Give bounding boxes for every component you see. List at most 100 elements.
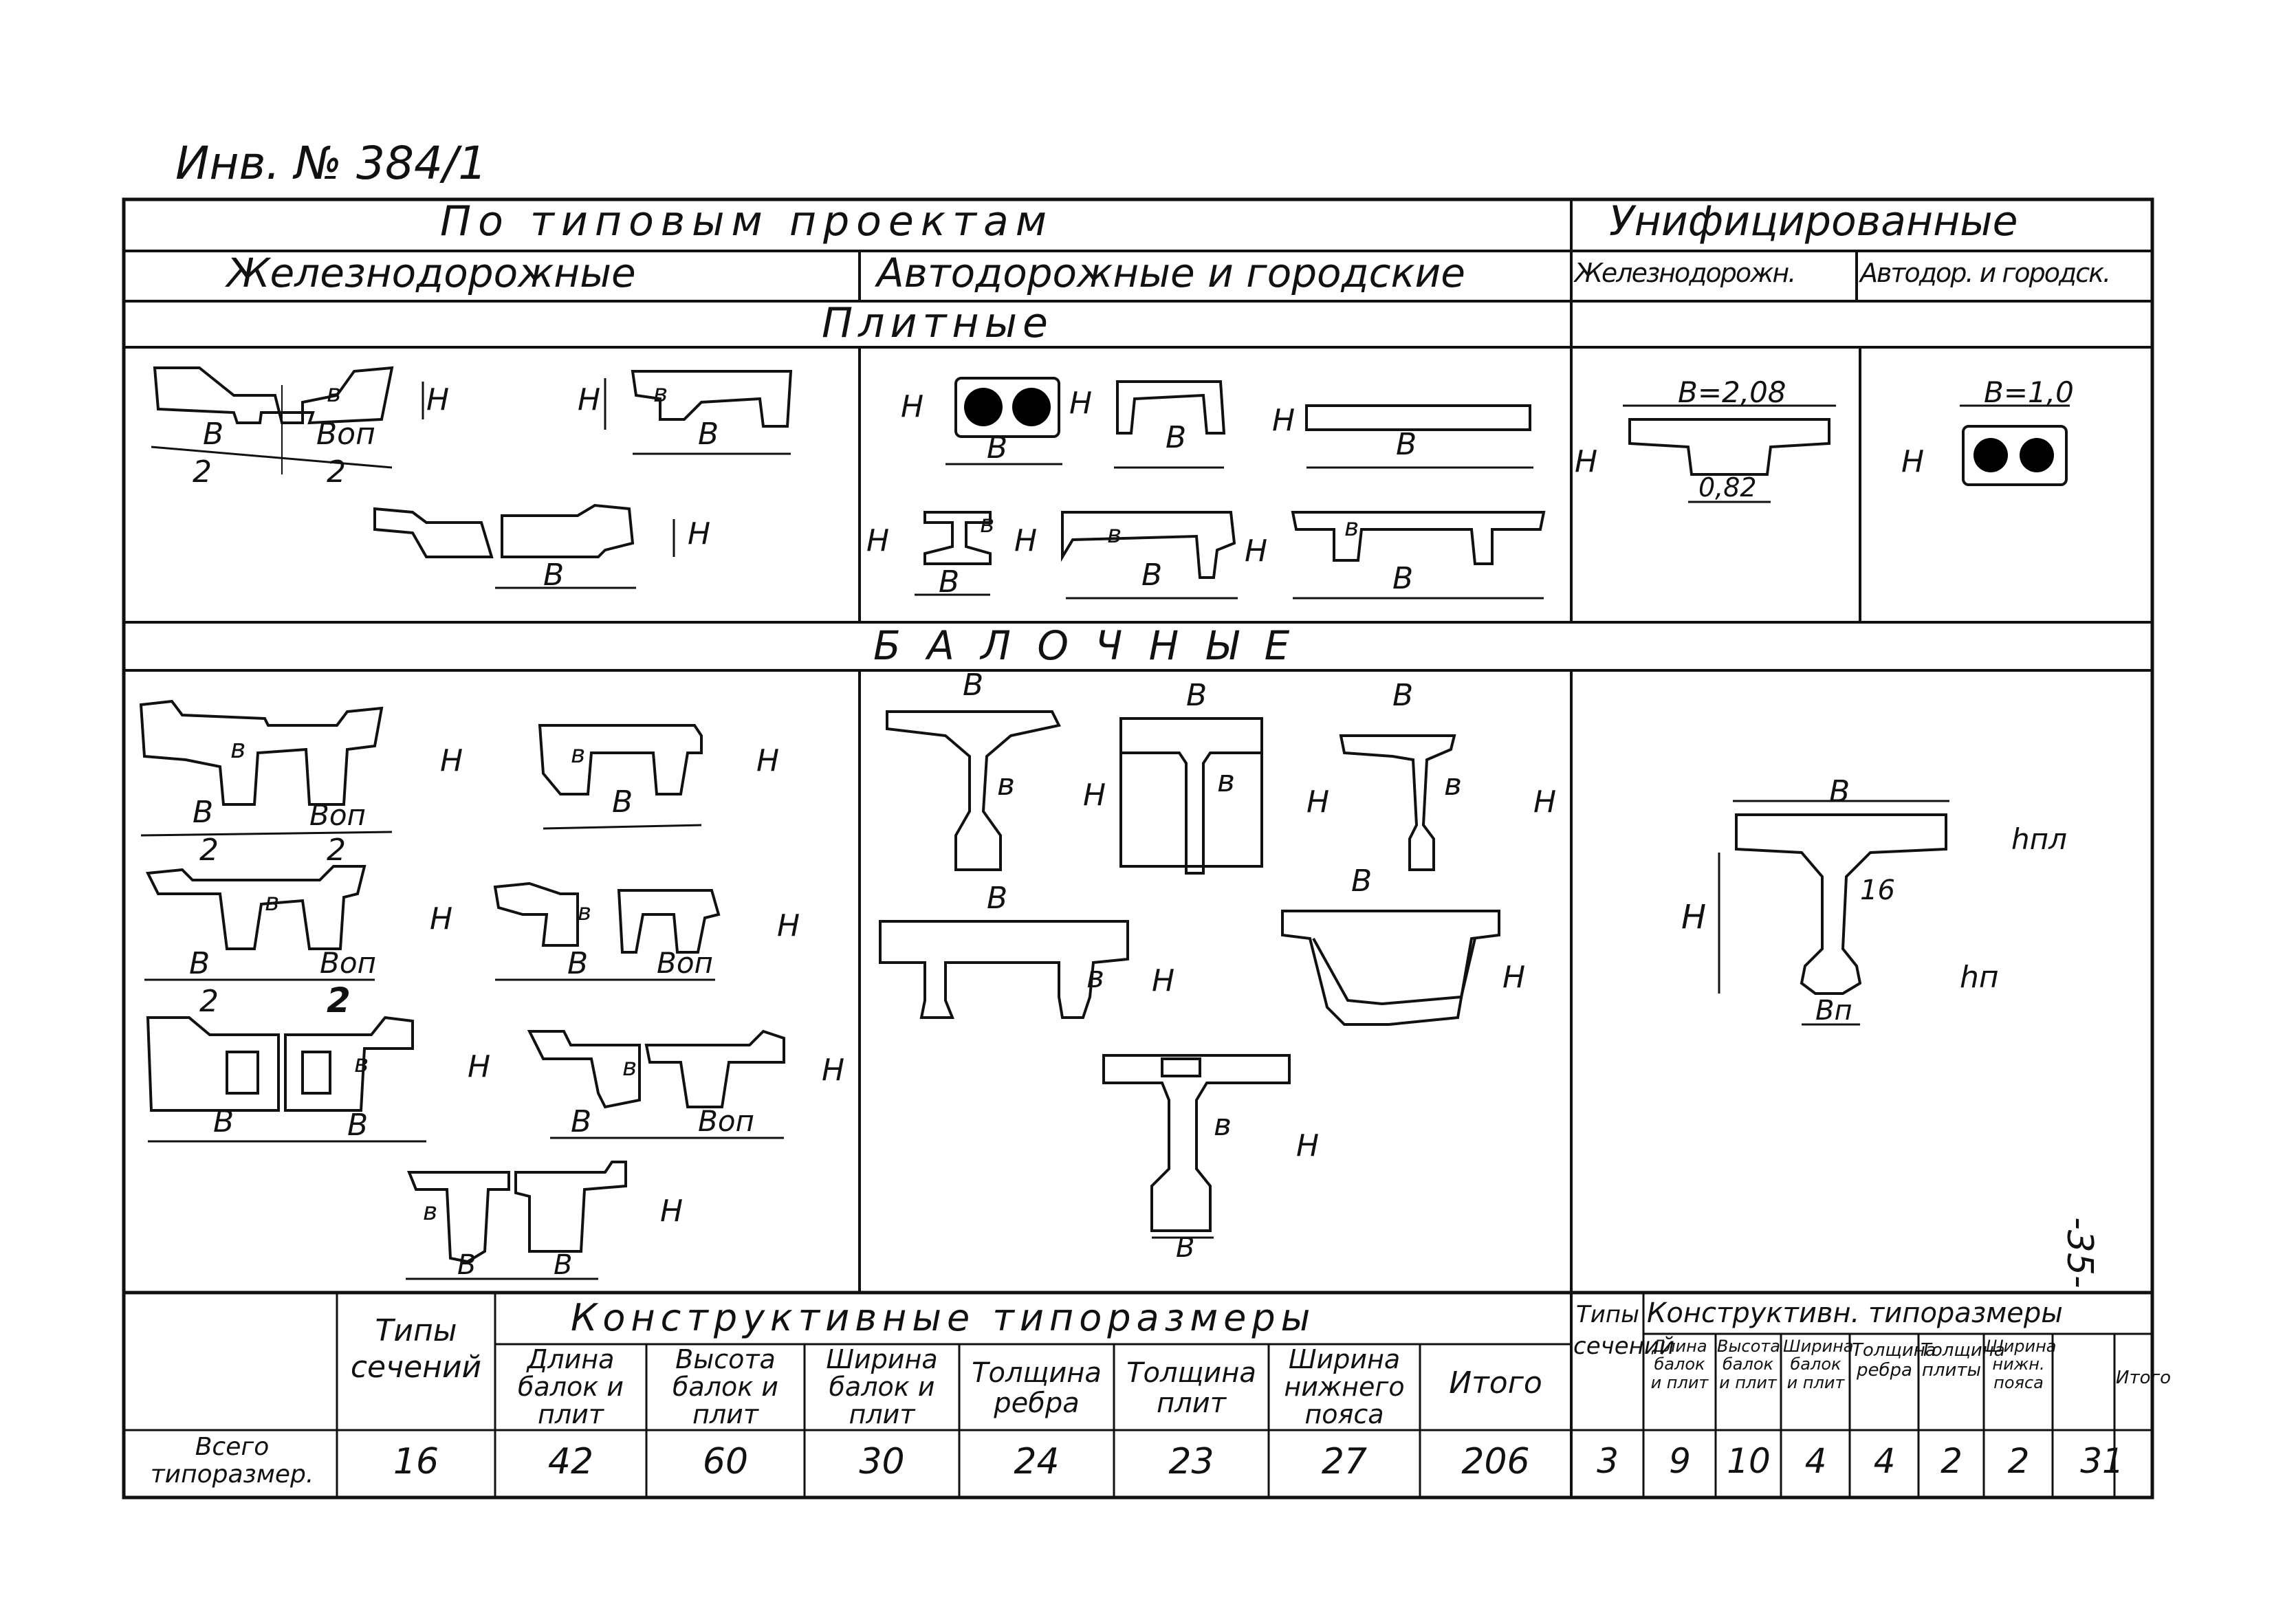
dim-h: H <box>1307 784 1330 820</box>
dim-two: 2 <box>327 833 346 868</box>
dim-b-small: в <box>571 740 586 769</box>
dim-b: B <box>193 795 214 830</box>
table-value: 23 <box>1168 1441 1214 1482</box>
dim-b-small: в <box>354 1050 369 1078</box>
dim-h: H <box>822 1053 845 1088</box>
unified-types-header: Типы сечений <box>1573 1301 1675 1360</box>
slab-road-sketches <box>915 377 1546 600</box>
dim-b: B <box>1351 864 1373 899</box>
outer-frame <box>122 197 2154 1500</box>
table-value: 30 <box>859 1441 905 1482</box>
dim-h: H <box>1245 534 1268 569</box>
unified-value: 4 <box>1804 1441 1827 1481</box>
table-col-header: Высота балок и плит <box>673 1344 778 1429</box>
page-number: -35- <box>2059 1217 2100 1288</box>
table-constructive-header: Конструктивные типоразмеры <box>571 1296 1316 1339</box>
dim-b: B <box>1829 774 1850 809</box>
unified-value: 3 <box>1597 1441 1619 1481</box>
dim-b: B <box>1392 561 1414 596</box>
dim-b: B <box>612 784 633 820</box>
dim-h: H <box>1296 1128 1320 1163</box>
table-value: 206 <box>1461 1441 1530 1482</box>
dim-two: 2 <box>193 454 212 490</box>
dim-b: B <box>1186 678 1207 713</box>
table-col-header: Итого <box>1449 1365 1542 1401</box>
dim-h: H <box>1069 386 1093 421</box>
dim-b-small: в <box>327 380 342 408</box>
table-value: 24 <box>1014 1441 1060 1482</box>
dim-b-small: в <box>980 510 995 538</box>
dim-h: H <box>430 901 453 936</box>
dim-bop: Bоп <box>698 1104 754 1138</box>
dim-b: B <box>1166 420 1187 455</box>
dim-b-small: в <box>1107 520 1122 549</box>
dim-b: B <box>987 881 1008 916</box>
slab-unified-sketches <box>1623 404 2070 503</box>
dim-b: B <box>347 1108 369 1143</box>
unified-value: 31 <box>2080 1441 2124 1481</box>
dim-b: B <box>1141 558 1163 593</box>
unified-col-header: Ширина балок и плит <box>1783 1337 1854 1392</box>
dim-b: B <box>189 946 210 981</box>
header-unified-road-city: Автодор. и городск. <box>1860 258 2111 288</box>
unified-col-header: Толщина ребра <box>1852 1340 1936 1381</box>
dim-b: B <box>963 668 984 703</box>
dim-h: H <box>1083 778 1106 813</box>
unified-value: 9 <box>1669 1441 1691 1481</box>
table-types-header: Типы сечений <box>350 1313 482 1385</box>
dim-b-1-0: B=1,0 <box>1984 375 2074 409</box>
unified-constructive-header: Конструктивн. типоразмеры <box>1647 1297 2063 1329</box>
dim-b: B <box>1392 678 1414 713</box>
table-col-header: Ширина балок и плит <box>826 1344 938 1429</box>
dim-b-small: в <box>1444 767 1462 802</box>
dim-bop: Bоп <box>657 946 713 980</box>
table-col-header: Толщина плит <box>1126 1357 1256 1419</box>
table-value: 27 <box>1321 1441 1368 1482</box>
table-col-header: Длина балок и плит <box>518 1344 624 1429</box>
dim-bop: Bоп <box>316 417 375 452</box>
table-value: 60 <box>702 1441 749 1482</box>
dim-b: B <box>939 564 960 600</box>
dim-h: H <box>660 1194 684 1229</box>
dim-width-0-82: 0,82 <box>1698 472 1757 503</box>
dim-b: B <box>571 1104 592 1139</box>
dim-b: B <box>543 558 565 593</box>
unified-value: 2 <box>2007 1441 2030 1481</box>
beam-railway-sketches <box>139 699 785 1280</box>
header-railway: Железнодорожные <box>227 250 636 296</box>
section-beam: Б А Л О Ч Н Ы Е <box>873 622 1297 669</box>
dim-b: B <box>567 946 589 981</box>
dim-two: 2 <box>327 980 351 1020</box>
dim-hp: hп <box>1960 960 1999 995</box>
dim-h: H <box>440 743 463 778</box>
dim-hpl: hпл <box>2011 822 2067 856</box>
dim-h: H <box>866 523 890 558</box>
unified-col-header: Высота балок и плит <box>1717 1337 1780 1392</box>
dim-h: H <box>1014 523 1038 558</box>
table-col-header: Ширина нижнего пояса <box>1284 1344 1405 1429</box>
dim-b-small: в <box>653 380 668 408</box>
beam-road-sketches <box>879 710 1500 1239</box>
dim-b: B <box>457 1249 477 1281</box>
dim-h: H <box>1681 898 1707 936</box>
dim-bop: Bоп <box>320 946 376 980</box>
dim-h: H <box>1272 403 1295 438</box>
dim-b-small: в <box>423 1198 438 1226</box>
dim-b-small: в <box>1214 1108 1232 1143</box>
inventory-number: Инв. № 384/1 <box>175 137 488 190</box>
dim-b: B <box>203 417 224 452</box>
dim-b: B <box>987 430 1008 465</box>
unified-col-header: Итого <box>2116 1368 2172 1388</box>
dim-b-small: в <box>997 767 1015 802</box>
unified-col-header: Ширина нижн. пояса <box>1986 1337 2057 1392</box>
dim-16: 16 <box>1860 875 1895 906</box>
dim-b-small: в <box>265 888 280 917</box>
dim-b: B <box>698 417 719 452</box>
header-unified-railway: Железнодорожн. <box>1575 258 1796 288</box>
dim-b-2-08: B=2,08 <box>1678 375 1786 409</box>
unified-value: 4 <box>1873 1441 1896 1481</box>
dim-h: H <box>777 908 800 943</box>
header-road-city: Автодорожные и городские <box>877 250 1465 296</box>
dim-h: H <box>1901 444 1925 479</box>
dim-b-small: в <box>1344 514 1359 542</box>
